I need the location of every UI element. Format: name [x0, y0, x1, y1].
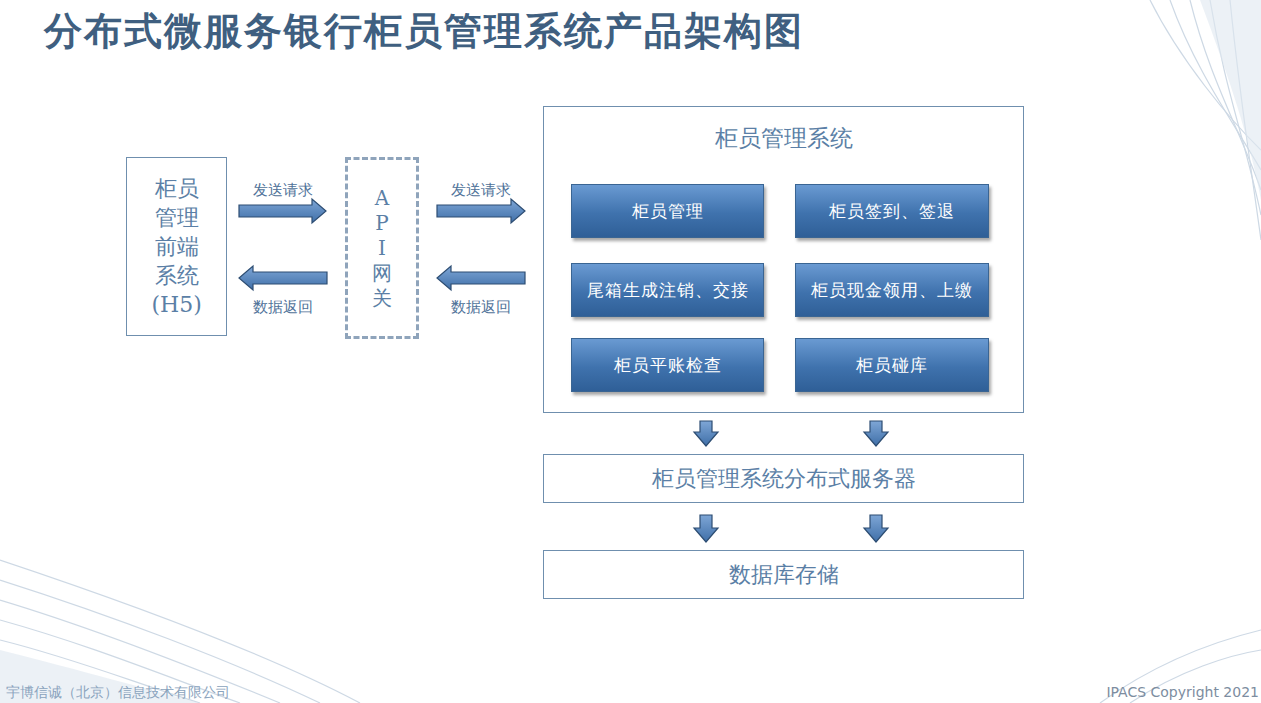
module-box: 尾箱生成注销、交接: [571, 263, 764, 317]
swirl-shade: [1200, 0, 1261, 200]
block-arrow: [694, 421, 718, 446]
node-text: 柜员签到、签退: [829, 200, 955, 223]
edge-label: 数据返回: [451, 298, 511, 317]
module-box: 柜员碰库: [795, 338, 989, 392]
copyright-note: IPACS Copyright 2021: [1106, 684, 1259, 700]
swirl-line: [0, 560, 360, 703]
swirl-line: [0, 600, 280, 703]
module-box: 柜员现金领用、上缴: [795, 263, 989, 317]
node-text: 柜员 管理 前端 系统 (H5): [152, 174, 202, 319]
swirl-line: [0, 620, 240, 703]
module-box: 柜员平账检查: [571, 338, 764, 392]
database-box: 数据库存储: [543, 550, 1024, 599]
node-text: 柜员现金领用、上缴: [811, 279, 973, 302]
diagram-title: 分布式微服务银行柜员管理系统产品架构图: [44, 6, 804, 57]
server-box: 柜员管理系统分布式服务器: [543, 454, 1024, 503]
swirl-line: [0, 580, 320, 703]
edge-label: 发送请求: [253, 181, 313, 200]
block-arrow: [437, 199, 525, 223]
block-arrow: [694, 515, 718, 542]
node-text: 尾箱生成注销、交接: [587, 279, 749, 302]
gateway-box: A P I 网 关: [345, 157, 419, 339]
swirl-line: [1100, 630, 1261, 703]
block-arrow: [239, 266, 327, 290]
block-arrow: [239, 199, 326, 223]
module-box: 柜员签到、签退: [795, 184, 989, 238]
node-text: 柜员平账检查: [614, 354, 722, 377]
company-name: 宇博信诚（北京）信息技术有限公司: [6, 684, 230, 702]
node-text: A P I 网 关: [370, 186, 394, 311]
system-group: 柜员管理系统柜员管理 柜员签到、签退尾箱生成注销、交接 柜员现金领用、上缴柜员平账检…: [543, 106, 1024, 413]
node-text: 柜员碰库: [856, 354, 928, 377]
node-text: 柜员管理系统: [544, 123, 1023, 154]
node-text: 数据库存储: [729, 560, 839, 590]
block-arrow: [437, 266, 525, 290]
edge-label: 数据返回: [253, 298, 313, 317]
module-box: 柜员管理: [571, 184, 764, 238]
block-arrow: [864, 421, 888, 446]
edge-label: 发送请求: [451, 181, 511, 200]
block-arrow: [864, 515, 888, 542]
frontend-box: 柜员 管理 前端 系统 (H5): [126, 157, 227, 336]
node-text: 柜员管理系统分布式服务器: [652, 464, 916, 494]
node-text: 柜员管理: [632, 200, 704, 223]
